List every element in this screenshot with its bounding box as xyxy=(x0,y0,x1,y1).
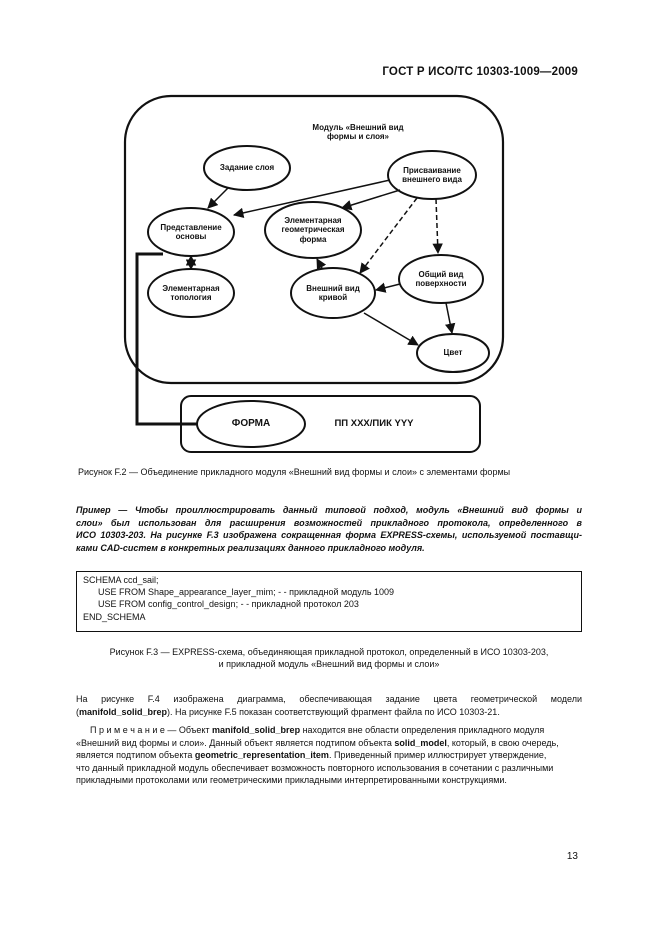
arrow-appearance-to-geom xyxy=(340,189,401,211)
node-form: ФОРМА xyxy=(231,418,271,430)
note-term-solid-model: solid_model xyxy=(394,737,447,748)
ellipse-surface-appearance xyxy=(398,254,484,304)
caption-figure-f2: Рисунок F.2 — Объединение прикладного мо… xyxy=(78,467,511,477)
caption-f3-line-2: и прикладной модуль «Внешний вид формы и… xyxy=(218,659,440,669)
node-layer-assignment: Задание слоя xyxy=(219,163,275,173)
example-line-1: Пример — Чтобы проиллюстрировать данный … xyxy=(76,505,582,515)
node-appearance-assignment: Присваивание внешнего вида xyxy=(402,165,462,185)
node-elementary-geom-form: Элементарная геометрическая форма xyxy=(281,215,345,244)
node-color: Цвет xyxy=(443,348,463,358)
code-line-2: USE FROM Shape_appearance_layer_mim; - -… xyxy=(83,587,395,598)
page-number: 13 xyxy=(566,851,578,862)
code-line-4: END_SCHEMA xyxy=(83,611,146,622)
form-connector xyxy=(135,252,197,426)
ellipse-form xyxy=(196,400,306,448)
node-curve-appearance: Внешний вид кривой xyxy=(306,283,360,303)
note-line-4: что данный прикладной модуль обеспечивае… xyxy=(76,762,554,773)
arrow-curve-to-color xyxy=(363,312,419,346)
ellipse-curve-appearance xyxy=(290,267,376,319)
arrow-layer-to-basis xyxy=(207,187,229,209)
arrow-curve-to-geom xyxy=(316,258,327,270)
note-paragraph: П р и м е ч а н и е — Объект manifold_so… xyxy=(76,724,582,787)
example-line-3: ИСО 10303-203. На рисунке F.3 изображена… xyxy=(76,530,582,541)
express-schema-box: SCHEMA ccd_sail; USE FROM Shape_appearan… xyxy=(76,571,582,632)
document-header: ГОСТ Р ИСО/ТС 10303-1009—2009 xyxy=(382,66,578,78)
node-representation-basis: Представление основы xyxy=(160,222,222,242)
arrow-appearance-to-basis xyxy=(232,179,391,219)
arrow-appearance-to-curve xyxy=(359,197,418,274)
note-line-5: прикладными протоколами или геометрическ… xyxy=(76,775,507,786)
ellipse-layer-assignment xyxy=(203,145,291,191)
body-paragraph: На рисунке F.4 изображена диаграмма, обе… xyxy=(76,693,582,718)
ellipse-elementary-geom-form xyxy=(264,201,362,259)
module-title: Модуль «Внешний вид формы и слоя» xyxy=(312,122,404,142)
node-elementary-topology: Элементарная топология xyxy=(162,283,220,303)
arrow-surface-to-curve xyxy=(374,282,401,293)
caption-f3-line-1: Рисунок F.3 — EXPRESS-схема, объединяюща… xyxy=(109,647,549,657)
para-line-1: На рисунке F.4 изображена диаграмма, обе… xyxy=(76,694,582,704)
note-line-3: является подтипом объекта geometric_repr… xyxy=(76,750,547,761)
module-boundary xyxy=(123,94,505,385)
note-term-geometric-item: geometric_representation_item xyxy=(194,750,329,761)
code-line-1: SCHEMA ccd_sail; xyxy=(83,575,159,585)
ellipse-appearance-assignment xyxy=(387,150,477,200)
arrow-appearance-to-surface xyxy=(432,198,443,255)
note-line-2: «Внешний вид формы и слои». Данный объек… xyxy=(76,737,559,748)
protocol-label: ПП XXX/ПИК YYY xyxy=(334,418,414,430)
caption-figure-f3: Рисунок F.3 — EXPRESS-схема, объединяюща… xyxy=(76,646,582,670)
arrow-surface-to-color xyxy=(444,302,456,335)
node-surface-appearance: Общий вид поверхности xyxy=(415,269,467,289)
note-term-manifold: manifold_solid_brep xyxy=(212,725,301,735)
module-diagram xyxy=(123,94,505,453)
code-line-3: USE FROM config_control_design; - - прик… xyxy=(83,599,359,610)
note-line-1: П р и м е ч а н и е — Объект manifold_so… xyxy=(90,725,545,735)
example-line-2: слои» был использован для расширения воз… xyxy=(76,517,582,528)
term-manifold-solid-brep: manifold_solid_brep xyxy=(79,706,168,717)
para-line-2: (manifold_solid_brep). На рисунке F.5 по… xyxy=(76,706,500,717)
example-paragraph: Пример — Чтобы проиллюстрировать данный … xyxy=(76,504,582,554)
example-line-4: ками CAD-систем в конкретных реализациях… xyxy=(76,542,425,553)
